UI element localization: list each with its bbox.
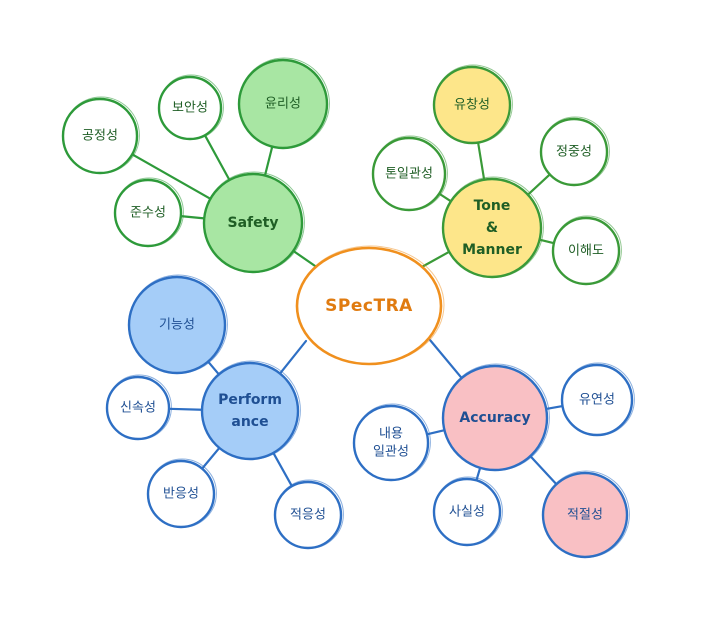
leaf-label-functionality: 기능성 [159,318,195,333]
edge-safety-ethics [263,145,274,177]
leaf-node-politeness: 정중성 [539,116,610,187]
center-node-sketch-stroke [296,245,445,365]
center-node-spectra: SPecTRA [295,245,445,366]
hub-label-tone-line-2: & [486,220,498,236]
leaf-label-compliance: 준수성 [130,206,166,221]
leaf-label-tone-consistency: 톤일관성 [385,167,433,182]
hub-node-performance: Perform ance [200,360,301,461]
leaf-label-flexibility: 유연성 [579,393,615,408]
leaf-node-factuality: 사실성 [432,476,503,547]
edge-center-tone [418,250,451,270]
leaf-label-content-consistency-line-2: 일관성 [373,445,409,460]
leaf-label-factuality: 사실성 [449,505,485,520]
leaf-node-factuality-sketch-stroke [433,476,503,546]
leaf-node-responsiveness-sketch-stroke [147,458,217,528]
edge-performance-adaptability [272,451,294,488]
hub-node-safety-sketch-stroke [203,171,305,273]
edge-center-safety [292,249,320,270]
leaf-node-comprehensibility-sketch-stroke [552,215,622,285]
hub-node-safety: Safety [202,171,305,274]
leaf-node-fluency-sketch-stroke [433,64,513,144]
edge-performance-responsiveness [200,446,221,470]
leaf-node-politeness-sketch-stroke [540,116,610,186]
leaf-label-responsiveness: 반응성 [163,487,199,502]
leaf-node-fluency: 유창성 [432,64,513,145]
hub-label-tone-line-1: Tone [474,198,511,214]
leaf-node-flexibility-sketch-stroke [561,362,635,436]
leaf-node-tone-consistency-sketch-stroke [372,135,448,211]
leaf-node-content-consistency-sketch-stroke [353,403,431,481]
edge-safety-compliance [179,215,206,220]
leaf-node-functionality: 기능성 [127,274,228,375]
leaf-label-speed: 신속성 [120,401,156,416]
hub-node-accuracy: Accuracy [441,363,550,472]
leaf-label-content-consistency-line-1: 내용 [379,427,403,442]
leaf-node-appropriateness-sketch-stroke [542,470,630,558]
leaf-node-adaptability: 적응성 [273,479,344,550]
leaf-node-fairness: 공정성 [61,96,140,175]
edge-center-performance [278,339,308,375]
leaf-label-appropriateness: 적절성 [567,508,603,523]
edge-center-accuracy [428,338,463,380]
leaf-node-security-sketch-stroke [158,74,224,140]
leaf-label-security: 보안성 [172,101,208,116]
leaf-node-ethics-sketch-stroke [238,57,330,149]
leaf-label-ethics: 윤리성 [265,97,301,112]
edge-accuracy-appropriateness [529,455,558,486]
hub-label-performance-line-1: Perform [218,392,282,408]
leaf-node-compliance-sketch-stroke [114,177,184,247]
hub-node-tone-sketch-stroke [442,176,544,278]
hub-label-safety: Safety [228,215,279,231]
leaf-node-ethics: 윤리성 [237,57,330,150]
hub-label-performance-line-2: ance [231,414,268,430]
edge-tone-politeness [526,173,551,196]
edge-safety-security [203,134,231,182]
edge-performance-functionality [206,360,221,376]
leaf-label-adaptability: 적응성 [290,508,326,523]
leaf-label-fairness: 공정성 [82,129,118,144]
leaf-node-flexibility: 유연성 [560,362,635,437]
edge-performance-speed [167,407,204,411]
leaf-node-compliance: 준수성 [113,177,184,248]
leaf-node-speed: 신속성 [105,374,172,441]
leaf-node-functionality-sketch-stroke [128,274,228,374]
leaf-node-fairness-sketch-stroke [62,96,140,174]
leaf-label-politeness: 정중성 [556,145,592,160]
edge-tone-fluency [476,141,486,181]
leaf-node-speed-sketch-stroke [106,374,172,440]
leaf-node-security: 보안성 [157,74,224,141]
hub-node-performance-sketch-stroke [201,360,301,460]
edge-tone-tone-consistency [438,192,453,203]
leaf-node-appropriateness: 적절성 [541,470,630,559]
leaf-node-tone-consistency: 톤일관성 [371,135,448,212]
hub-label-tone-line-3: Manner [462,242,522,258]
leaf-node-responsiveness: 반응성 [146,458,217,529]
center-label: SPecTRA [325,296,413,316]
edge-safety-fairness [131,153,212,200]
hub-node-accuracy-sketch-stroke [442,363,550,471]
leaf-node-comprehensibility: 이해도 [551,215,622,286]
leaf-label-comprehensibility: 이해도 [568,244,604,259]
leaf-node-adaptability-sketch-stroke [274,479,344,549]
hub-label-accuracy: Accuracy [459,410,530,426]
leaf-label-fluency: 유창성 [454,98,490,113]
hub-node-tone: Tone & Manner [441,176,544,279]
